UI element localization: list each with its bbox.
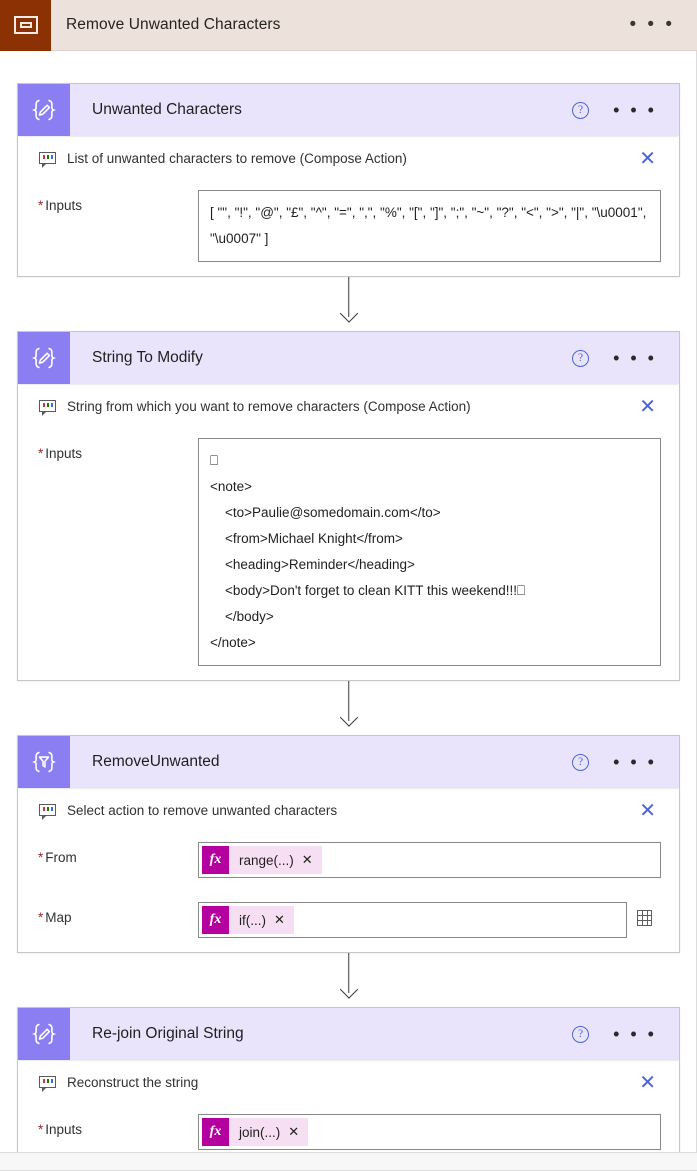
action-description-text: List of unwanted characters to remove (C… <box>67 151 407 166</box>
select-braces-filter-icon <box>18 736 70 788</box>
close-icon[interactable]: ✕ <box>639 799 656 822</box>
app-header-bar: Remove Unwanted Characters • • • <box>0 0 697 51</box>
fx-icon: fx <box>202 846 229 874</box>
required-marker: * <box>38 446 44 461</box>
action-description-text: Select action to remove unwanted charact… <box>67 803 338 818</box>
field-label: *Inputs <box>38 438 198 461</box>
action-card-body: Select action to remove unwanted charact… <box>18 788 679 952</box>
close-icon[interactable]: ✕ <box>639 395 656 418</box>
action-card-unwanted-characters[interactable]: Unwanted Characters? • • • List of unwante… <box>17 83 680 277</box>
field-label-text: Inputs <box>45 198 83 213</box>
field-control: fx range(...) ✕ <box>198 842 661 878</box>
action-card-string-to-modify[interactable]: String To Modify? • • • String from which … <box>17 331 680 681</box>
action-card-header[interactable]: Re-join Original String? • • • <box>18 1008 679 1060</box>
action-card-re-join-original-string[interactable]: Re-join Original String? • • • Reconstruct… <box>17 1007 680 1165</box>
field-aside <box>627 902 661 926</box>
action-card-more-menu-button[interactable]: • • • <box>613 752 657 772</box>
required-marker: * <box>38 910 44 925</box>
comment-icon <box>39 803 56 820</box>
comment-icon <box>39 151 56 168</box>
remove-token-icon[interactable]: ✕ <box>301 852 313 867</box>
field-label-text: Inputs <box>45 1122 83 1137</box>
action-description-row: List of unwanted characters to remove (C… <box>19 136 678 180</box>
action-card-header[interactable]: RemoveUnwanted? • • • <box>18 736 679 788</box>
action-card-more-menu-button[interactable]: • • • <box>613 348 657 368</box>
action-description-text: String from which you want to remove cha… <box>67 399 471 414</box>
field-label-text: Inputs <box>45 446 83 461</box>
compose-braces-pencil-icon <box>18 332 70 384</box>
required-marker: * <box>38 850 44 865</box>
action-description-row: String from which you want to remove cha… <box>19 384 678 428</box>
required-marker: * <box>38 1122 44 1137</box>
field-label: *Map <box>38 902 198 925</box>
action-card-title: Re-join Original String <box>92 1025 244 1042</box>
help-icon[interactable]: ? <box>572 101 590 119</box>
action-description-row: Reconstruct the string ✕ <box>19 1060 678 1104</box>
expression-token[interactable]: fx join(...) ✕ <box>202 1118 309 1146</box>
grid-table-icon[interactable] <box>636 910 652 926</box>
flow-connector-arrow <box>17 953 680 1007</box>
action-card-header[interactable]: String To Modify? • • • <box>18 332 679 384</box>
field-row: *Inputs[ "", "!", "@", "£", "^", "=", ",… <box>18 180 679 276</box>
field-label: *Inputs <box>38 1114 198 1137</box>
fx-icon: fx <box>202 1118 229 1146</box>
comment-icon <box>39 1075 56 1092</box>
flow-connector-arrow <box>17 277 680 331</box>
help-icon[interactable]: ? <box>572 349 590 367</box>
compose-braces-pencil-icon <box>18 84 70 136</box>
action-card-title: String To Modify <box>92 349 203 366</box>
fx-icon: fx <box>202 906 229 934</box>
required-marker: * <box>38 198 44 213</box>
flow-canvas: Unwanted Characters? • • • List of unwante… <box>0 51 697 1171</box>
action-description-row: Select action to remove unwanted charact… <box>19 788 678 832</box>
action-card-remove-unwanted[interactable]: RemoveUnwanted? • • • Select action to rem… <box>17 735 680 953</box>
help-icon[interactable]: ? <box>572 1025 590 1043</box>
remove-token-icon[interactable]: ✕ <box>274 912 285 927</box>
action-card-header[interactable]: Unwanted Characters? • • • <box>18 84 679 136</box>
compose-braces-pencil-icon <box>18 1008 70 1060</box>
remove-token-icon[interactable]: ✕ <box>288 1124 300 1139</box>
field-token-input[interactable]: fx if(...) ✕ <box>198 902 627 938</box>
action-card-more-menu-button[interactable]: • • • <box>613 1024 657 1044</box>
action-card-title: RemoveUnwanted <box>92 753 220 770</box>
expression-token[interactable]: fx if(...) ✕ <box>202 906 294 934</box>
action-description-text: Reconstruct the string <box>67 1075 199 1090</box>
expression-token[interactable]: fx range(...) ✕ <box>202 846 322 874</box>
field-label-text: Map <box>45 910 72 925</box>
field-control: [ "", "!", "@", "£", "^", "=", ",", "%",… <box>198 190 661 262</box>
close-icon[interactable]: ✕ <box>639 1071 656 1094</box>
field-token-input[interactable]: fx range(...) ✕ <box>198 842 661 878</box>
flow-title: Remove Unwanted Characters <box>66 16 281 33</box>
expression-token-label: if(...) <box>239 912 266 928</box>
help-icon[interactable]: ? <box>572 753 590 771</box>
field-control: ⎕ <note> <to>Paulie@somedomain.com</to> … <box>198 438 661 666</box>
action-card-more-menu-button[interactable]: • • • <box>613 100 657 120</box>
close-icon[interactable]: ✕ <box>639 147 656 170</box>
action-card-title: Unwanted Characters <box>92 101 242 118</box>
field-token-input[interactable]: fx join(...) ✕ <box>198 1114 661 1150</box>
field-control: fx join(...) ✕ <box>198 1114 661 1150</box>
field-textarea[interactable]: [ "", "!", "@", "£", "^", "=", ",", "%",… <box>198 190 661 262</box>
app-logo-icon <box>0 0 51 51</box>
field-row: *Inputs⎕ <note> <to>Paulie@somedomain.co… <box>18 428 679 680</box>
field-label: *Inputs <box>38 190 198 213</box>
flow-card-list: Unwanted Characters? • • • List of unwante… <box>0 51 697 1165</box>
field-label-text: From <box>45 850 77 865</box>
field-textarea[interactable]: ⎕ <note> <to>Paulie@somedomain.com</to> … <box>198 438 661 666</box>
action-card-body: List of unwanted characters to remove (C… <box>18 136 679 276</box>
app-more-menu-button[interactable]: • • • <box>629 14 675 35</box>
expression-token-label: range(...) <box>239 852 294 868</box>
field-control: fx if(...) ✕ <box>198 902 627 938</box>
action-card-body: String from which you want to remove cha… <box>18 384 679 680</box>
field-label: *From <box>38 842 198 865</box>
expression-token-label: join(...) <box>239 1124 281 1140</box>
flow-connector-arrow <box>17 681 680 735</box>
canvas-footer-strip <box>0 1152 697 1170</box>
comment-icon <box>39 399 56 416</box>
